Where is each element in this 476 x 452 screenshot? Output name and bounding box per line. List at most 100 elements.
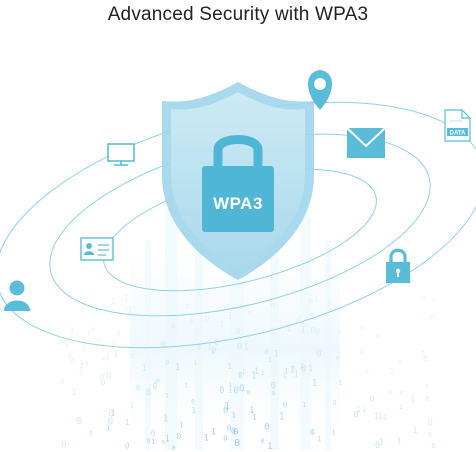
- binary-digit: 0: [316, 349, 322, 360]
- binary-digit: 1: [382, 411, 387, 421]
- binary-digit: 0: [400, 391, 404, 398]
- binary-digit: 1: [82, 344, 87, 353]
- binary-digit: 0: [189, 318, 194, 328]
- binary-digit: 0: [112, 338, 117, 347]
- binary-digit: 1: [267, 442, 272, 452]
- binary-digit: 0: [165, 358, 169, 367]
- binary-digit: 1: [359, 347, 364, 357]
- binary-digit: 0: [172, 445, 176, 452]
- binary-digit: 0: [310, 327, 315, 337]
- binary-digit: 1: [338, 379, 342, 387]
- binary-digit: 1: [412, 426, 417, 436]
- binary-digit: 0: [233, 427, 238, 437]
- binary-digit: 0: [309, 298, 313, 305]
- binary-digit: 1: [252, 412, 257, 422]
- binary-digit: 0: [108, 408, 114, 419]
- binary-digit: 0: [248, 307, 252, 316]
- binary-digit: 1: [311, 428, 315, 436]
- binary-digit: 0: [84, 360, 88, 368]
- binary-digit: 1: [191, 405, 196, 415]
- binary-digit: 1: [268, 356, 272, 364]
- binary-digit: 0: [191, 398, 195, 406]
- binary-digit: 0: [421, 294, 425, 303]
- binary-digit: 0: [116, 329, 120, 338]
- binary-digit: 0: [428, 431, 432, 439]
- binary-digit: 0: [146, 387, 151, 397]
- binary-digit: 0: [271, 381, 276, 391]
- lock-label: WPA3: [213, 194, 263, 213]
- binary-digit: 0: [67, 352, 72, 362]
- binary-digit: 1: [228, 382, 232, 389]
- binary-digit: 0: [238, 371, 243, 380]
- binary-digit: 1: [142, 364, 147, 374]
- binary-digit: 1: [314, 295, 318, 303]
- binary-digit: 0: [154, 379, 158, 386]
- binary-digit: 0: [151, 429, 156, 438]
- binary-digit: 1: [106, 352, 111, 361]
- location-pin-icon: [308, 70, 332, 110]
- binary-digit: 1: [397, 437, 402, 446]
- binary-digit: 0: [376, 331, 380, 340]
- binary-digit: 0: [176, 431, 181, 441]
- binary-digit: 1: [71, 388, 76, 398]
- padlock-icon: [202, 135, 274, 232]
- binary-digit: 1: [399, 402, 403, 411]
- binary-digit: 0: [223, 406, 228, 416]
- binary-digit: 0: [152, 381, 157, 391]
- binary-digit: 0: [89, 431, 93, 438]
- binary-digit: 0: [76, 416, 82, 427]
- binary-digit: 1: [363, 406, 367, 414]
- binary-digit: 0: [261, 437, 265, 445]
- binary-digit: 0: [197, 344, 201, 352]
- binary-digit: 1: [227, 361, 232, 371]
- binary-digit: 1: [279, 411, 285, 422]
- binary-digit: 1: [294, 370, 299, 379]
- page-title: Advanced Security with WPA3: [107, 4, 369, 25]
- binary-digit: 1: [130, 401, 134, 409]
- binary-digit: 1: [289, 365, 294, 375]
- binary-digit: 0: [246, 388, 250, 396]
- binary-digit: 0: [99, 373, 104, 383]
- binary-digit: 1: [131, 353, 135, 360]
- binary-digit: 0: [97, 335, 103, 346]
- id-card-icon: [80, 237, 114, 261]
- binary-digit: 0: [375, 441, 380, 451]
- binary-digit: 0: [234, 438, 240, 449]
- binary-digit: 0: [61, 440, 66, 450]
- binary-digit: 1: [273, 349, 279, 360]
- binary-digit: 1: [204, 434, 209, 444]
- binary-digit: 0: [328, 299, 332, 307]
- binary-digit: 1: [69, 327, 74, 337]
- binary-digit: 0: [156, 377, 160, 385]
- binary-digit: 1: [244, 343, 249, 352]
- binary-digit: 1: [261, 369, 265, 377]
- binary-digit: 0: [211, 350, 215, 357]
- binary-digit: 1: [284, 367, 288, 376]
- binary-digit: 1: [111, 298, 116, 308]
- binary-digit: 0: [430, 313, 436, 324]
- binary-digit: 1: [125, 417, 130, 427]
- binary-digit: 1: [194, 360, 198, 367]
- binary-digit: 1: [331, 427, 335, 436]
- binary-digit: 0: [101, 379, 106, 388]
- binary-digit: 1: [127, 306, 133, 317]
- binary-digit: 0: [236, 327, 241, 336]
- binary-digit: 1: [421, 350, 427, 361]
- binary-digit: 0: [425, 394, 429, 403]
- binary-digit: 0: [310, 312, 315, 321]
- binary-digit: 1: [300, 324, 306, 335]
- binary-digit: 1: [165, 392, 169, 400]
- binary-digit: 0: [60, 377, 65, 386]
- binary-digit: 1: [79, 358, 83, 367]
- monitor-icon: [107, 143, 135, 166]
- binary-digit: 1: [286, 325, 291, 335]
- binary-digit: 0: [211, 345, 216, 355]
- binary-digit: 1: [165, 435, 170, 445]
- binary-digit: 1: [208, 342, 212, 351]
- binary-digit: 1: [124, 293, 130, 304]
- binary-digit: 0: [205, 314, 210, 324]
- binary-digit: 1: [232, 411, 236, 420]
- binary-digit: 0: [301, 364, 307, 375]
- binary-digit: 0: [353, 410, 358, 420]
